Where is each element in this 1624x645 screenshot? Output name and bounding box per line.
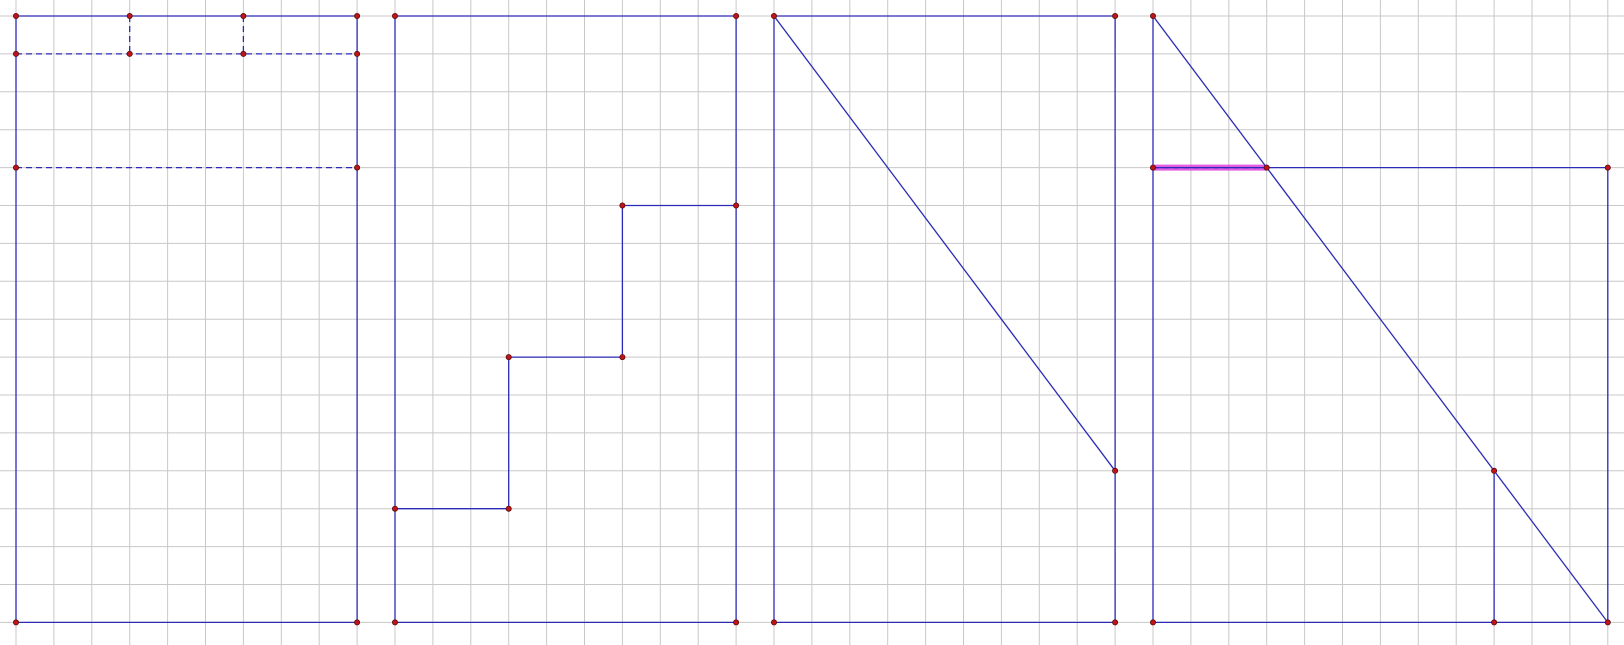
vertex-point[interactable]: [12, 164, 19, 171]
vertex-point[interactable]: [126, 12, 133, 19]
vertex-point[interactable]: [240, 50, 247, 57]
segment[interactable]: [1152, 15, 1609, 623]
vertex-point[interactable]: [391, 12, 398, 19]
figures: [12, 12, 1611, 626]
vertex-point[interactable]: [12, 619, 19, 626]
vertex-point[interactable]: [1150, 12, 1157, 19]
vertex-point[interactable]: [354, 50, 361, 57]
vertex-point[interactable]: [1604, 619, 1611, 626]
vertex-point[interactable]: [1112, 467, 1119, 474]
vertex-point[interactable]: [1150, 164, 1157, 171]
vertex-point[interactable]: [733, 12, 740, 19]
vertex-point[interactable]: [1263, 164, 1270, 171]
vertex-point[interactable]: [619, 354, 626, 361]
vertex-point[interactable]: [354, 619, 361, 626]
vertex-point[interactable]: [505, 505, 512, 512]
vertex-point[interactable]: [733, 619, 740, 626]
vertex-point[interactable]: [619, 202, 626, 209]
vertex-point[interactable]: [1604, 164, 1611, 171]
vertex-point[interactable]: [391, 505, 398, 512]
vertex-point[interactable]: [126, 50, 133, 57]
vertex-point[interactable]: [240, 12, 247, 19]
segment[interactable]: [773, 15, 1116, 472]
vertex-point[interactable]: [733, 202, 740, 209]
figure-4: [1150, 12, 1611, 626]
vertex-point[interactable]: [771, 619, 778, 626]
figure-3: [771, 12, 1119, 626]
vertex-point[interactable]: [1112, 12, 1119, 19]
vertex-point[interactable]: [771, 12, 778, 19]
vertex-point[interactable]: [354, 164, 361, 171]
vertex-point[interactable]: [1491, 467, 1498, 474]
vertex-point[interactable]: [1491, 619, 1498, 626]
figure-1: [12, 12, 361, 626]
vertex-point[interactable]: [12, 50, 19, 57]
vertex-point[interactable]: [354, 12, 361, 19]
figure-2: [391, 12, 740, 626]
vertex-point[interactable]: [391, 619, 398, 626]
vertex-point[interactable]: [1150, 619, 1157, 626]
vertex-point[interactable]: [1112, 619, 1119, 626]
vertex-point[interactable]: [12, 12, 19, 19]
vertex-point[interactable]: [505, 354, 512, 361]
